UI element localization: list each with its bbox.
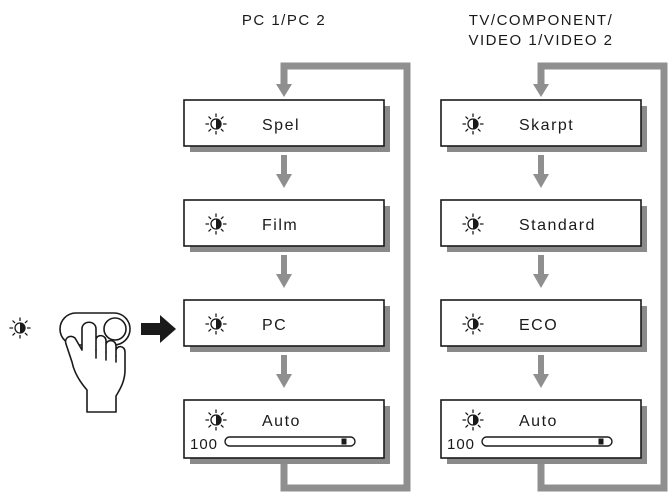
brightness-control <box>9 312 176 413</box>
mode-label: PC <box>262 317 287 334</box>
loop-arrow-head-tv <box>533 84 549 97</box>
column-tv: TV/COMPONENT/ VIDEO 1/VIDEO 2 Skarpt Sta… <box>440 12 668 492</box>
brightness-icon <box>205 113 227 135</box>
cycle-loop-line-tv <box>537 62 668 492</box>
column-title-tv-line-2: VIDEO 1/VIDEO 2 <box>468 32 613 49</box>
column-pc: PC 1/PC 2 Spel Film <box>183 12 411 492</box>
mode-label: Skarpt <box>519 117 574 134</box>
mode-label: ECO <box>519 317 558 334</box>
brightness-icon <box>462 113 484 135</box>
mode-label: Auto <box>519 413 558 430</box>
brightness-icon <box>205 213 227 235</box>
level-bar-track <box>481 436 613 447</box>
level-value: 100 <box>447 436 475 453</box>
mode-box-spel: Spel <box>183 99 390 152</box>
brightness-icon <box>462 313 484 335</box>
down-arrow-icon <box>533 155 549 188</box>
mode-box-film: Film <box>183 199 390 252</box>
column-title-pc: PC 1/PC 2 <box>242 12 326 29</box>
level-bar-marker <box>598 438 604 445</box>
mode-label: Standard <box>519 217 596 234</box>
cycle-loop-line-pc <box>280 62 411 492</box>
level-bar <box>224 436 356 447</box>
mode-box-pc: PC <box>183 299 390 352</box>
mode-box-eco: ECO <box>440 299 647 352</box>
mode-box-standard: Standard <box>440 199 647 252</box>
mode-label: Spel <box>262 117 300 134</box>
mode-label: Film <box>262 217 298 234</box>
level-value: 100 <box>190 436 218 453</box>
down-arrow-icon <box>276 355 292 388</box>
mode-label: Auto <box>262 413 301 430</box>
brightness-icon <box>462 213 484 235</box>
mode-box-auto: Auto 100 <box>440 399 647 464</box>
column-title-tv-line-1: TV/COMPONENT/ <box>469 12 614 29</box>
brightness-icon <box>462 409 484 431</box>
level-bar <box>481 436 613 447</box>
pointing-hand-icon <box>64 321 126 413</box>
brightness-icon <box>9 317 31 339</box>
down-arrow-icon <box>276 155 292 188</box>
down-arrow-icon <box>276 255 292 288</box>
level-bar-track <box>224 436 356 447</box>
right-arrow-icon <box>141 315 176 343</box>
loop-arrow-head-pc <box>276 84 292 97</box>
brightness-icon <box>205 409 227 431</box>
down-arrow-icon <box>533 355 549 388</box>
level-bar-marker <box>341 438 347 445</box>
mode-box-auto: Auto 100 <box>183 399 390 464</box>
mode-box-skarpt: Skarpt <box>440 99 647 152</box>
down-arrow-icon <box>533 255 549 288</box>
brightness-icon <box>205 313 227 335</box>
